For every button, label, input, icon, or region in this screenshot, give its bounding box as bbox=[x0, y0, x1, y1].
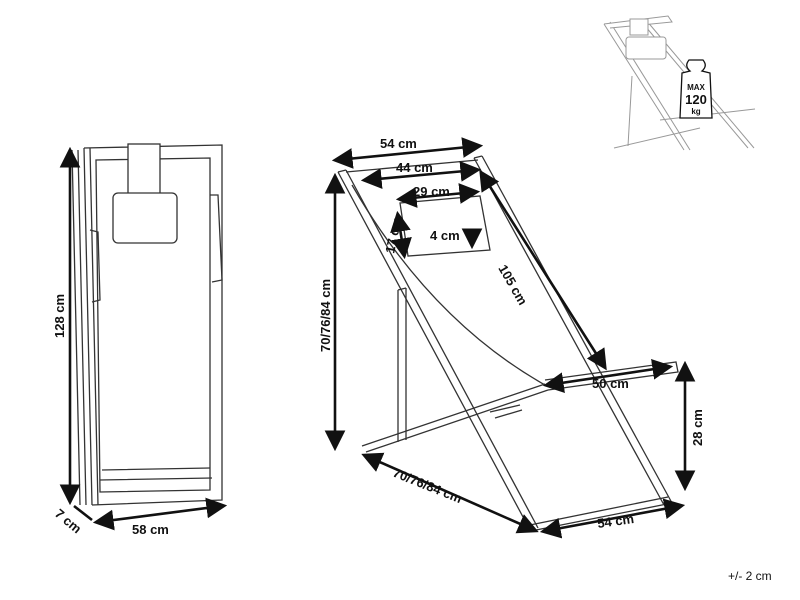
top-width-label: 54 cm bbox=[380, 136, 417, 151]
bottom-width-label: 54 cm bbox=[596, 511, 635, 531]
inner-width-label: 44 cm bbox=[396, 160, 433, 175]
pillow-height-label: 17 cm bbox=[382, 215, 404, 254]
open-height-label: 70/76/84 cm bbox=[318, 279, 333, 352]
max-load-unit: kg bbox=[691, 107, 700, 116]
folded-chair-drawing bbox=[71, 143, 223, 506]
open-depth-label: 70/76/84 cm bbox=[391, 465, 464, 506]
pillow-thickness-label: 4 cm bbox=[430, 228, 460, 243]
open-dimensions bbox=[324, 137, 696, 539]
seat-depth-label: 50 cm bbox=[592, 376, 629, 391]
max-load-thumbnail bbox=[603, 15, 756, 151]
open-chair-drawing bbox=[337, 155, 679, 531]
folded-dimensions bbox=[59, 146, 228, 531]
tolerance-note: +/- 2 cm bbox=[728, 569, 772, 583]
folded-width-label: 58 cm bbox=[132, 522, 169, 537]
seat-height-label: 28 cm bbox=[690, 409, 705, 446]
max-load-value: 120 bbox=[685, 92, 707, 107]
folded-height-label: 128 cm bbox=[52, 294, 67, 338]
pillow-width-label: 29 cm bbox=[413, 184, 450, 199]
fabric-length-label: 105 cm bbox=[495, 262, 530, 308]
max-load-label: MAX bbox=[687, 83, 705, 92]
weight-icon bbox=[679, 59, 713, 119]
